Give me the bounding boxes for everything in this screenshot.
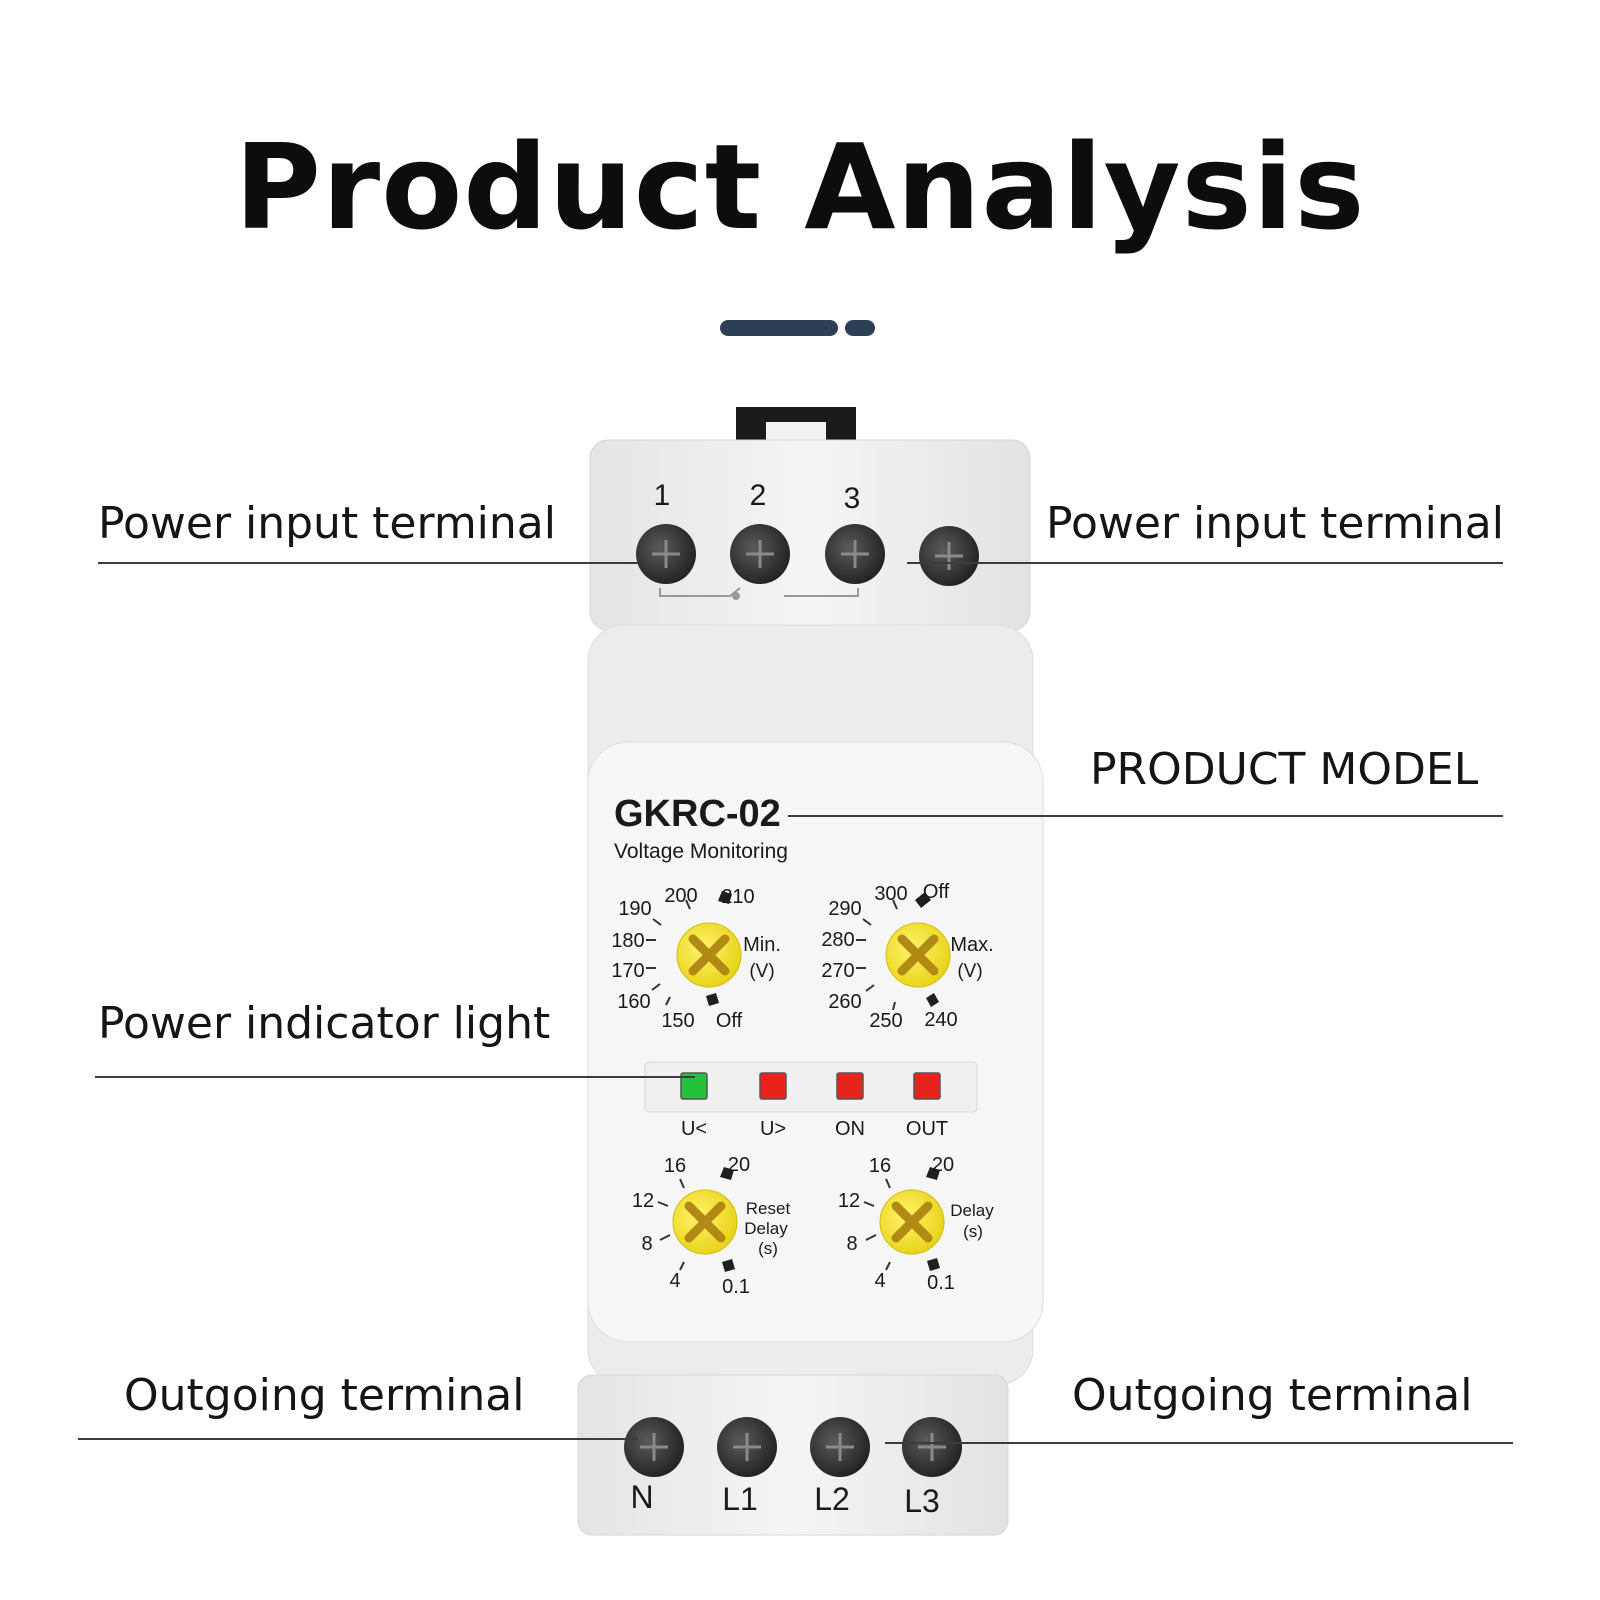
leader-line: [907, 562, 1503, 564]
terminal-number-2: 2: [750, 479, 767, 512]
page-title: Product Analysis: [234, 118, 1366, 256]
indicator-label: OUT: [906, 1118, 948, 1140]
bottom-screws: [624, 1417, 962, 1477]
contact-schematic: [659, 587, 859, 597]
model-number: GKRC-02: [614, 793, 781, 835]
dial-tick-label: 210: [721, 886, 754, 908]
dial-label: (s): [963, 1222, 983, 1241]
indicator-light-u-low: [680, 1072, 708, 1100]
leader-line: [98, 562, 638, 564]
delay-dial: 0.1 4 8 12 16 20 Delay (s): [838, 1154, 994, 1294]
dial-tick-label: 12: [838, 1190, 860, 1212]
led-strip: [644, 1061, 978, 1113]
leader-line: [78, 1438, 638, 1440]
terminal-label-n: N: [630, 1479, 653, 1515]
callout-outgoing-right: Outgoing terminal: [1072, 1370, 1473, 1421]
dial-label: (s): [758, 1239, 778, 1258]
max-voltage-dial: 240 250 260 270 280 290 300 Off Max. (V): [821, 881, 993, 1032]
reset-delay-dial: 0.1 4 8 12 16 20 Reset Delay (s): [632, 1154, 791, 1298]
indicator-light-on: [836, 1072, 864, 1100]
top-screws: [636, 524, 979, 586]
leader-line: [95, 1076, 695, 1078]
dial-tick-label: 270: [821, 960, 854, 982]
terminal-number-3: 3: [844, 482, 861, 515]
dial-tick-label: 160: [617, 991, 650, 1013]
dial-tick-label: 0.1: [722, 1276, 750, 1298]
dial-tick-label: 280: [821, 929, 854, 951]
indicator-light-out: [913, 1072, 941, 1100]
dial-tick-label: 290: [828, 898, 861, 920]
dial-tick-label: 190: [618, 898, 651, 920]
dial-tick-label: 250: [869, 1010, 902, 1032]
dial-tick-label: 16: [664, 1155, 686, 1177]
dial-label: Reset: [746, 1199, 791, 1218]
dial-tick-label: 8: [641, 1233, 652, 1255]
dial-tick-label: Off: [716, 1010, 743, 1032]
title-divider-short: [845, 320, 875, 336]
indicator-label: U<: [681, 1118, 707, 1140]
terminal-label-l1: L1: [722, 1481, 758, 1517]
dial-unit: (V): [957, 961, 982, 982]
callout-product-model: PRODUCT MODEL: [1090, 744, 1479, 795]
leader-line: [885, 1442, 1513, 1444]
dial-tick-label: 20: [932, 1154, 954, 1176]
dial-tick-label: 170: [611, 960, 644, 982]
terminal-label-l2: L2: [814, 1481, 850, 1517]
dial-tick-label: 8: [846, 1233, 857, 1255]
model-subtitle: Voltage Monitoring: [614, 840, 788, 863]
dial-tick-label: 4: [669, 1270, 680, 1292]
dial-label: Max.: [950, 934, 993, 956]
dial-tick-label: 4: [874, 1270, 885, 1292]
indicator-label: ON: [835, 1118, 865, 1140]
dial-tick-label: 12: [632, 1190, 654, 1212]
dial-tick-label: 240: [924, 1009, 957, 1031]
dial-unit: (V): [749, 961, 774, 982]
indicator-light-u-high: [759, 1072, 787, 1100]
terminal-label-l3: L3: [904, 1483, 940, 1519]
bottom-terminal-block: [577, 1374, 1009, 1536]
min-voltage-dial: 150 160 170 180 190 200 210 Off Min. (V): [611, 885, 781, 1032]
dial-tick-label: 300: [874, 883, 907, 905]
title-divider-long: [720, 320, 838, 336]
callout-power-indicator: Power indicator light: [98, 998, 551, 1049]
dial-label: Delay: [950, 1201, 994, 1220]
callout-power-input-right: Power input terminal: [1046, 498, 1504, 549]
callout-outgoing-left: Outgoing terminal: [124, 1370, 525, 1421]
dial-tick-label: Off: [923, 881, 950, 903]
dial-tick-label: 16: [869, 1155, 891, 1177]
dial-label: Delay: [744, 1219, 788, 1238]
callout-power-input-left: Power input terminal: [98, 498, 556, 549]
leader-line: [788, 815, 1503, 817]
dial-tick-label: 180: [611, 930, 644, 952]
dial-tick-label: 200: [664, 885, 697, 907]
indicator-label: U>: [760, 1118, 786, 1140]
dial-label: Min.: [743, 934, 781, 956]
dial-tick-label: 20: [728, 1154, 750, 1176]
dial-tick-label: 150: [661, 1010, 694, 1032]
dial-tick-label: 260: [828, 991, 861, 1013]
terminal-number-1: 1: [654, 479, 671, 512]
dial-tick-label: 0.1: [927, 1272, 955, 1294]
